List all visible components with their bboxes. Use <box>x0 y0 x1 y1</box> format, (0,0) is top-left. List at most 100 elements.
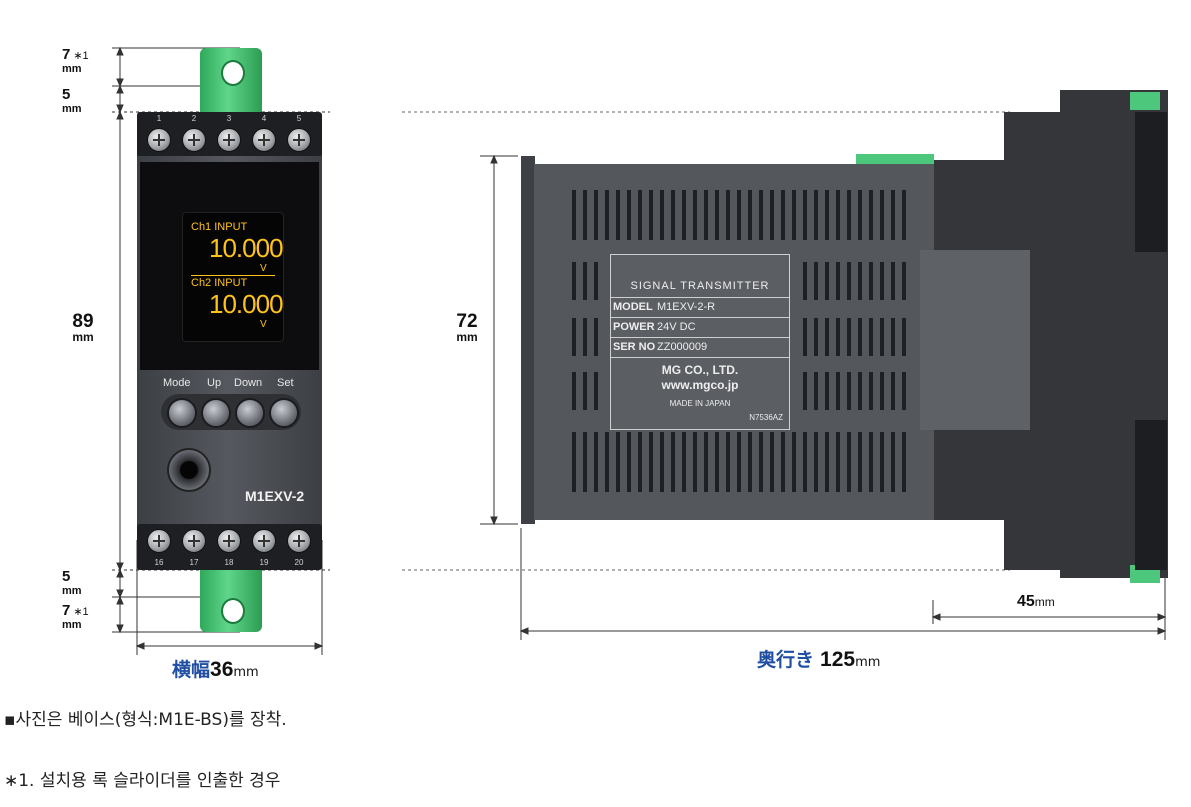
vent-slot <box>572 190 576 240</box>
vent-slot <box>902 372 906 410</box>
ch1-value: 10.000 <box>209 233 284 263</box>
vent-slot <box>792 432 796 492</box>
width-prefix: 横幅 <box>172 659 211 681</box>
vent-slot <box>858 432 862 492</box>
vent-slot <box>891 262 895 300</box>
mode-label: Mode <box>163 377 191 389</box>
vent-slot <box>891 190 895 240</box>
front-dimension-lines <box>112 46 330 655</box>
top-terminal-label: 4 <box>261 114 267 123</box>
vent-slot <box>847 432 851 492</box>
top-gap-dim: 5 mm <box>62 86 82 115</box>
vent-slot <box>847 262 851 300</box>
vent-slot <box>891 432 895 492</box>
vent-slot <box>616 432 620 492</box>
vent-slot <box>583 318 587 356</box>
down-button[interactable] <box>235 398 265 428</box>
display-panel: Ch1 INPUT 10.000 V Ch2 INPUT 10.000 V <box>140 162 319 370</box>
vent-slot <box>605 190 609 240</box>
vent-slot <box>671 432 675 492</box>
dim-value: 45 <box>1017 593 1035 610</box>
vent-slot <box>770 432 774 492</box>
depth-value: 125 <box>820 648 856 671</box>
serial-key: SER NO <box>613 341 656 353</box>
vent-slot <box>880 432 884 492</box>
model-value: M1EXV-2-R <box>657 301 716 313</box>
vent-slot <box>638 190 642 240</box>
ch2-label: Ch2 INPUT <box>191 277 248 289</box>
dim-unit: mm <box>62 103 82 115</box>
dim-value: 5 <box>62 86 71 103</box>
vent-slot <box>594 262 598 300</box>
bottom-terminal-label: 20 <box>294 558 304 567</box>
vent-slot <box>891 372 895 410</box>
vent-slot <box>594 190 598 240</box>
vent-slot <box>814 318 818 356</box>
ch2-unit: V <box>260 319 267 330</box>
vent-slot <box>594 318 598 356</box>
dim-value: 89 <box>72 311 94 332</box>
vent-slot <box>781 432 785 492</box>
vent-slot <box>704 190 708 240</box>
side-height-dim: 72 mm <box>442 312 492 343</box>
vent-slot <box>880 262 884 300</box>
vent-slot <box>715 432 719 492</box>
vent-slot <box>803 318 807 356</box>
vent-slot <box>902 318 906 356</box>
bottom-terminal-label: 19 <box>259 558 269 567</box>
vent-slot <box>869 262 873 300</box>
vent-slot <box>649 432 653 492</box>
vent-slot <box>825 432 829 492</box>
power-key: POWER <box>613 321 655 333</box>
note-lock-slider: ∗1. 설치용 록 슬라이더를 인출한 경우 <box>4 771 281 791</box>
bottom-terminal-label: 18 <box>224 558 234 567</box>
vent-slot <box>627 190 631 240</box>
vent-slot <box>847 190 851 240</box>
dim-unit: mm <box>456 330 478 344</box>
depth-unit: mm <box>855 655 881 670</box>
terminal-screw-icon <box>147 128 171 152</box>
vent-slot <box>803 190 807 240</box>
nameplate-code: N7536AZ <box>749 413 783 422</box>
serial-value: ZZ000009 <box>657 341 708 353</box>
vent-slot <box>715 190 719 240</box>
dim-value: 72 <box>456 311 478 332</box>
vent-slot <box>583 190 587 240</box>
vent-slot <box>638 432 642 492</box>
vent-slot <box>858 318 862 356</box>
vent-slot <box>836 262 840 300</box>
vent-slot <box>880 318 884 356</box>
height-dim: 89 mm <box>58 312 108 343</box>
width-unit: mm <box>233 665 259 680</box>
vent-slot <box>792 190 796 240</box>
model-key: MODEL <box>613 301 653 313</box>
ch1-unit: V <box>260 263 267 274</box>
vent-slot <box>869 318 873 356</box>
vent-slot <box>836 432 840 492</box>
dim-value: 7 <box>62 46 71 63</box>
vent-slot <box>737 432 741 492</box>
mode-button[interactable] <box>167 398 197 428</box>
up-button[interactable] <box>201 398 231 428</box>
vent-slot <box>704 432 708 492</box>
set-button[interactable] <box>269 398 299 428</box>
vent-slot <box>902 432 906 492</box>
front-body: Ch1 INPUT 10.000 V Ch2 INPUT 10.000 V Mo… <box>137 156 322 528</box>
vent-slot <box>759 432 763 492</box>
vent-slot <box>847 372 851 410</box>
dim-unit: mm <box>62 585 82 597</box>
terminal-screw-icon <box>182 128 206 152</box>
vent-slot <box>572 262 576 300</box>
side-drawing <box>400 90 1168 640</box>
vent-slot <box>814 190 818 240</box>
vent-slot <box>572 318 576 356</box>
config-jack[interactable] <box>167 448 211 492</box>
down-label: Down <box>234 377 263 389</box>
nameplate-title: SIGNAL TRANSMITTER <box>630 280 770 292</box>
vent-slot <box>737 190 741 240</box>
vent-slot <box>583 372 587 410</box>
vent-slot <box>726 432 730 492</box>
width-label: 横幅36mm <box>172 655 259 682</box>
vent-slot <box>693 190 697 240</box>
